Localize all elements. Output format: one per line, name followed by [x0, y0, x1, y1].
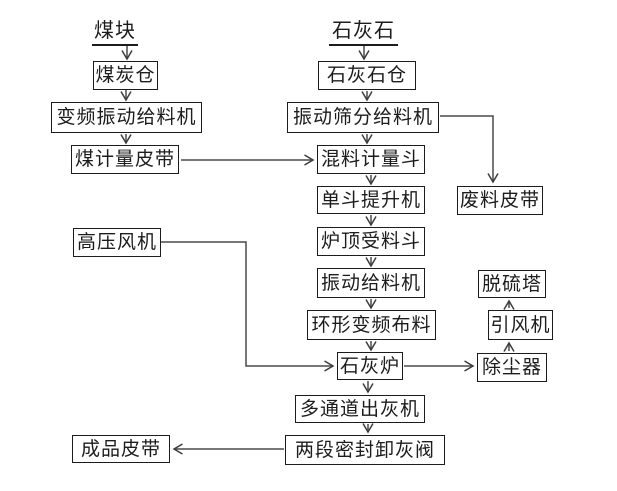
node-limestone-bunker: 石灰石仓 — [318, 61, 416, 90]
node-coal-weighing-belt: 煤计量皮带 — [71, 145, 179, 174]
node-lime-kiln: 石灰炉 — [337, 352, 403, 380]
node-induced-draft-fan: 引风机 — [488, 310, 553, 340]
node-multichannel-ash-discharger: 多通道出灰机 — [295, 395, 425, 423]
node-ring-vf-distributor: 环形变频布料 — [307, 310, 436, 340]
node-furnace-top-hopper: 炉顶受料斗 — [317, 227, 425, 256]
node-vf-vibrating-feeder: 变频振动给料机 — [51, 102, 202, 133]
node-desulfurization-tower: 脱硫塔 — [478, 270, 546, 298]
node-vibrating-feeder: 振动给料机 — [317, 268, 425, 298]
node-product-belt: 成品皮带 — [72, 435, 170, 463]
node-coal-bunker: 煤炭仓 — [93, 61, 158, 90]
node-vibrating-screen-feeder: 振动筛分给料机 — [287, 102, 439, 133]
node-mix-weighing-hopper: 混料计量斗 — [317, 145, 425, 174]
source-coal: 煤块 — [92, 20, 138, 46]
node-single-bucket-hoist: 单斗提升机 — [317, 186, 425, 214]
source-limestone: 石灰石 — [329, 20, 398, 46]
node-waste-belt: 废料皮带 — [457, 186, 543, 215]
node-two-stage-sealed-ash-valve: 两段密封卸灰阀 — [285, 435, 445, 465]
node-hp-fan: 高压风机 — [73, 228, 161, 257]
node-dust-collector: 除尘器 — [477, 353, 547, 382]
